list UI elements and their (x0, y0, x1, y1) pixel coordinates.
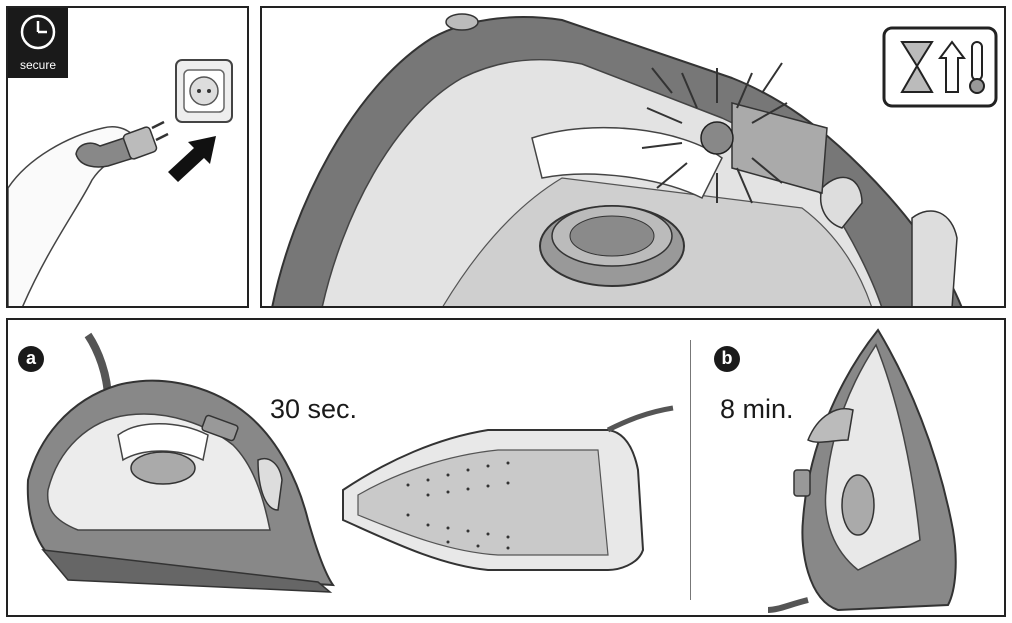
secure-label: secure (19, 58, 57, 72)
step-b-time: 8 min. (720, 394, 794, 424)
panel-plug-in: secure (6, 6, 249, 308)
clock-icon (20, 14, 56, 50)
step-a-time: 30 sec. (270, 394, 358, 424)
panel-temperature-setting (260, 6, 1006, 308)
hourglass-heat-symbol-icon (882, 26, 998, 108)
secure-badge: secure (8, 8, 68, 78)
temperature-dial-icon (641, 62, 828, 204)
iron-soleplate-icon (342, 405, 674, 571)
step-b-badge: b (714, 346, 740, 372)
bottom-illustrations (26, 328, 957, 613)
iron-side-view-icon (26, 332, 336, 593)
arrow-icon (168, 136, 216, 182)
step-a-badge: a (18, 346, 44, 372)
wall-socket-icon (175, 59, 233, 123)
plug-socket-illustration (8, 59, 233, 306)
iron-upright-icon (767, 328, 957, 613)
iron-closeup-icon (271, 13, 998, 306)
plug-icon (75, 120, 169, 168)
panel-heat-up-steps: a 30 sec. b 8 min. (6, 318, 1006, 617)
step-divider (690, 340, 691, 600)
